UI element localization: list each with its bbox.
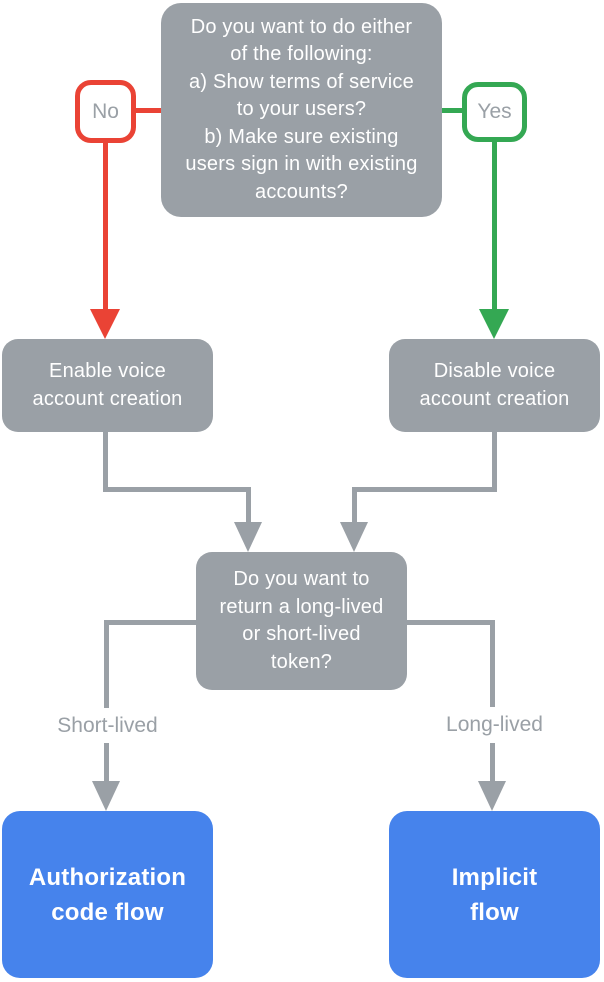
no-badge-text: No	[92, 99, 119, 123]
short-lived-label-text: Short-lived	[57, 713, 158, 737]
yes-branch-horizontal-line	[442, 108, 462, 113]
authorization-code-flow-text: Authorization code flow	[28, 863, 187, 926]
disable-voice-text: Disable voice account creation	[419, 360, 570, 410]
disable-to-token-arrow-down-icon	[340, 522, 368, 552]
short-lived-horizontal-line	[104, 620, 196, 625]
top-question-node: Do you want to do either of the followin…	[161, 3, 442, 217]
disable-to-token-vertical-line	[492, 432, 497, 492]
implicit-flow-text: Implicit flow	[451, 863, 538, 926]
top-question-text: Do you want to do either of the followin…	[185, 15, 418, 203]
long-lived-label-text: Long-lived	[446, 713, 543, 736]
enable-to-token-horizontal-line	[103, 487, 251, 492]
short-lived-label: Short-lived	[23, 708, 192, 743]
long-lived-vertical-line	[490, 620, 495, 781]
disable-to-token-drop-line	[352, 487, 357, 524]
yes-branch-arrow-down-icon	[479, 309, 509, 339]
enable-voice-text: Enable voice account creation	[32, 360, 183, 410]
yes-branch-vertical-line	[492, 140, 497, 309]
long-lived-horizontal-line	[407, 620, 493, 625]
implicit-flow-node: Implicit flow	[389, 811, 600, 978]
enable-voice-node: Enable voice account creation	[2, 339, 213, 432]
yes-badge: Yes	[462, 82, 527, 142]
enable-to-token-drop-line	[246, 487, 251, 524]
no-badge: No	[75, 80, 136, 143]
long-lived-label: Long-lived	[411, 707, 578, 743]
token-question-node: Do you want to return a long-lived or sh…	[196, 552, 407, 690]
disable-to-token-horizontal-line	[352, 487, 497, 492]
authorization-code-flow-node: Authorization code flow	[2, 811, 213, 978]
no-branch-horizontal-line	[136, 108, 161, 113]
token-question-text: Do you want to return a long-lived or sh…	[219, 568, 384, 673]
no-branch-vertical-line	[103, 141, 108, 309]
no-branch-arrow-down-icon	[90, 309, 120, 339]
long-lived-arrow-down-icon	[478, 781, 506, 811]
disable-voice-node: Disable voice account creation	[389, 339, 600, 432]
short-lived-arrow-down-icon	[92, 781, 120, 811]
yes-badge-text: Yes	[477, 100, 512, 123]
enable-to-token-arrow-down-icon	[234, 522, 262, 552]
short-lived-vertical-line	[104, 620, 109, 781]
enable-to-token-vertical-line	[103, 432, 108, 492]
